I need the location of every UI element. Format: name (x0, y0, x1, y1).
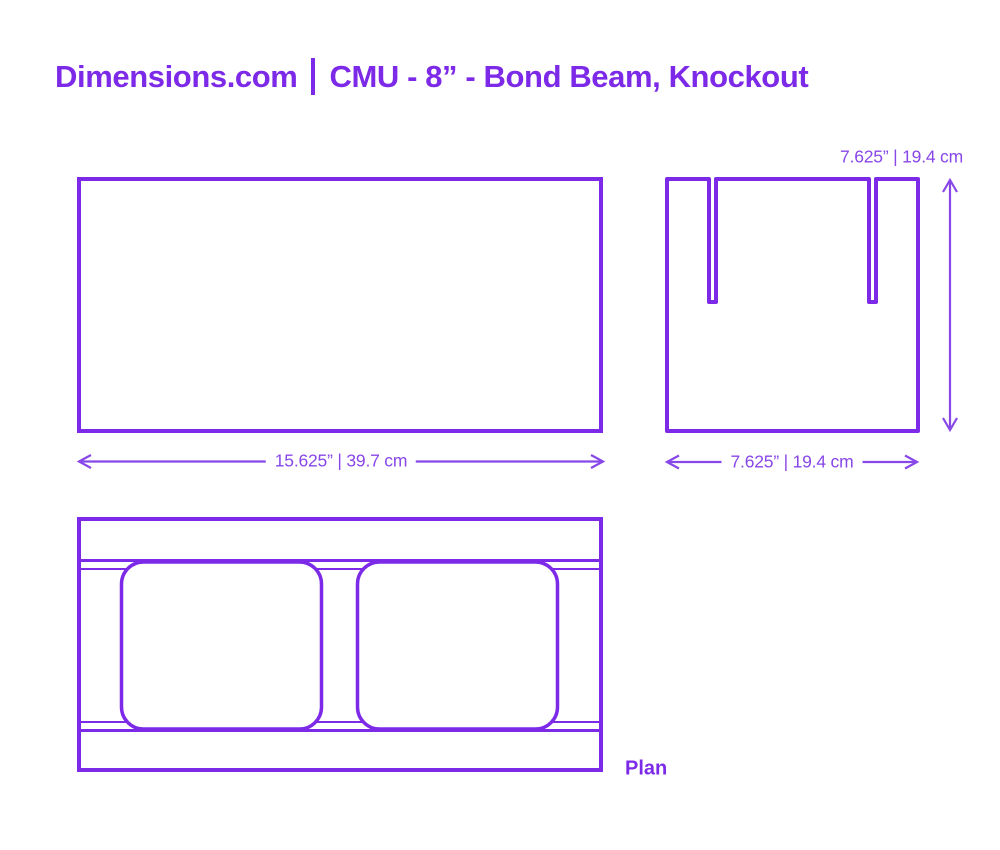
arrow-left-icon (664, 454, 680, 470)
product-title: CMU - 8” - Bond Beam, Knockout (329, 58, 809, 94)
title-divider (311, 58, 316, 95)
arrow-down-icon (942, 417, 958, 433)
front-elevation-outline (77, 177, 603, 433)
arrow-right-icon (904, 454, 920, 470)
plan-core-right (355, 560, 560, 731)
brand-name: Dimensions.com (55, 58, 298, 94)
plan-web-ledge-lines (81, 568, 599, 723)
plan-view-outline (77, 517, 603, 772)
page-title: Dimensions.com CMU - 8” - Bond Beam, Kno… (55, 58, 809, 95)
side-width-dimension-label: 7.625” | 19.4 cm (721, 451, 863, 473)
side-height-dimension-line (942, 177, 958, 433)
side-height-dimension-label: 7.625” | 19.4 cm (840, 146, 963, 168)
arrow-left-icon (76, 454, 92, 469)
arrow-right-icon (590, 454, 606, 469)
plan-view-label: Plan (625, 757, 668, 780)
arrow-up-icon (942, 177, 958, 193)
side-elevation-outline (665, 177, 920, 433)
plan-core-left (119, 560, 324, 731)
plan-outer-rect (77, 517, 603, 772)
front-width-dimension-label: 15.625” | 39.7 cm (265, 450, 417, 472)
